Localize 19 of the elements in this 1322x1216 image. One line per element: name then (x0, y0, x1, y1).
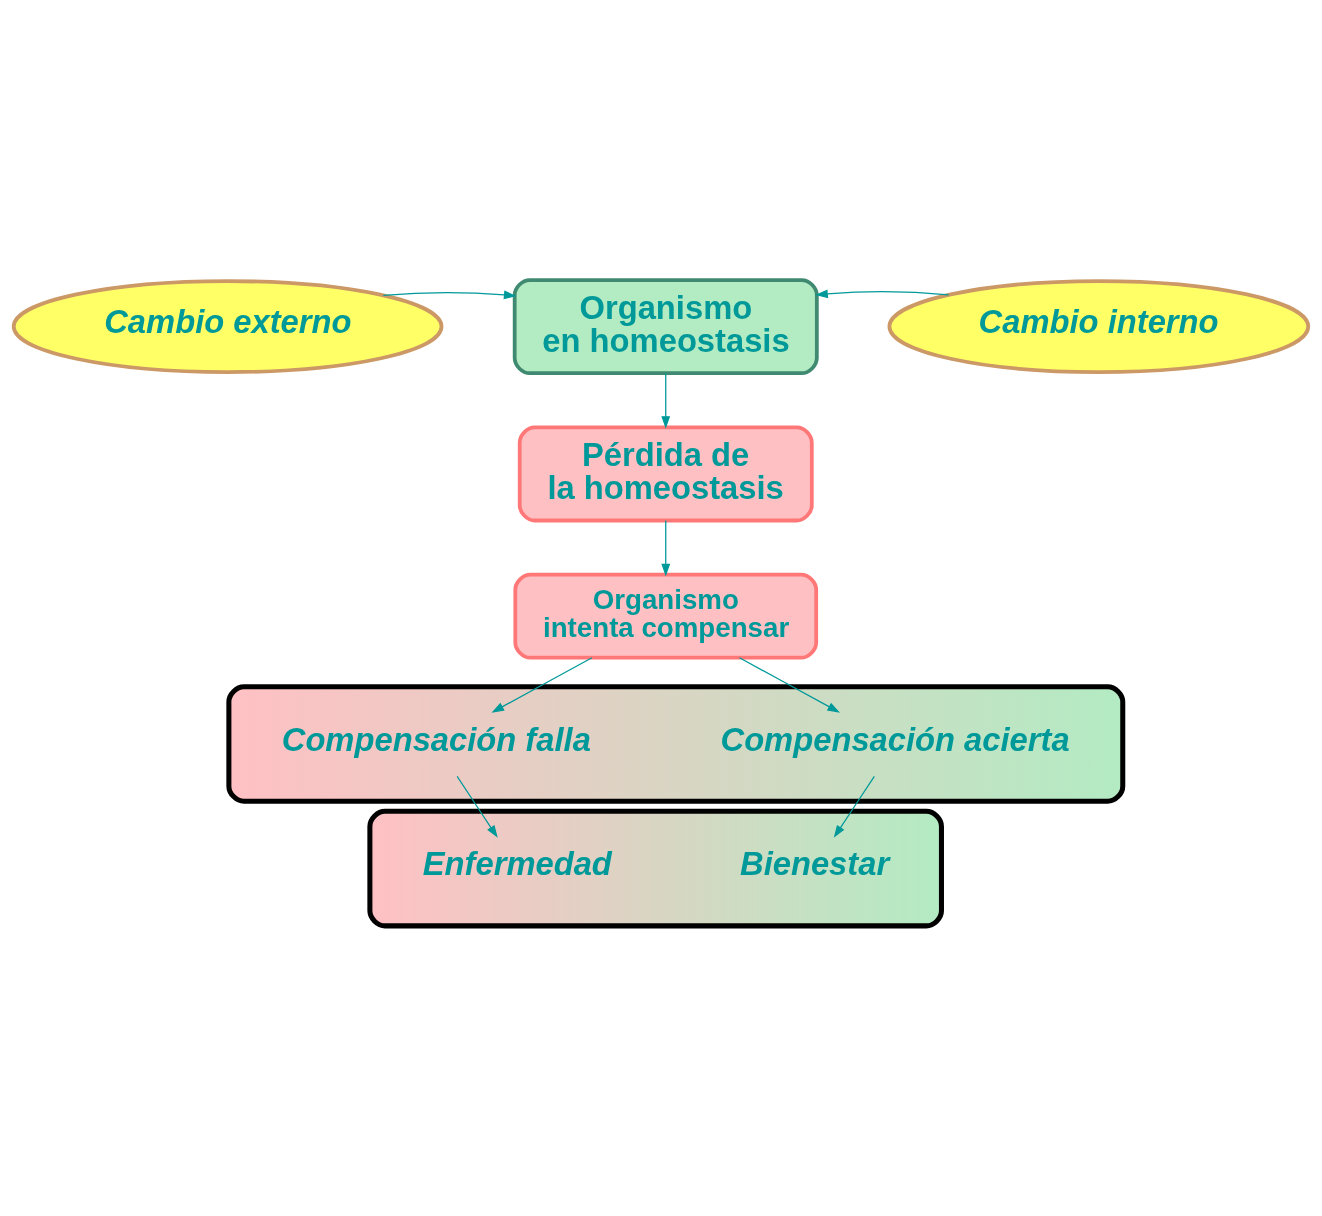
arrow (833, 775, 875, 838)
arrow (738, 657, 840, 713)
node-ellipse: Cambio interno (887, 279, 1311, 374)
arrow (661, 372, 671, 429)
arrow (491, 657, 593, 713)
cluster (226, 684, 1126, 804)
arrow (661, 519, 671, 577)
node-ellipse: Cambio externo (11, 279, 444, 374)
node-box: Organismo en homeostasis (512, 278, 819, 376)
arrow (382, 290, 517, 300)
node-box: Pérdida de la homeostasis (517, 425, 814, 523)
arrow (815, 289, 950, 299)
node-text: Bienestar (740, 845, 890, 883)
node-text: Compensación acierta (720, 720, 1070, 758)
cluster (367, 808, 944, 929)
node-text: Enfermedad (422, 845, 612, 883)
arrow (456, 775, 498, 838)
node-text: Compensación falla (281, 720, 591, 758)
node-box: Organismo intenta compensar (513, 572, 819, 660)
